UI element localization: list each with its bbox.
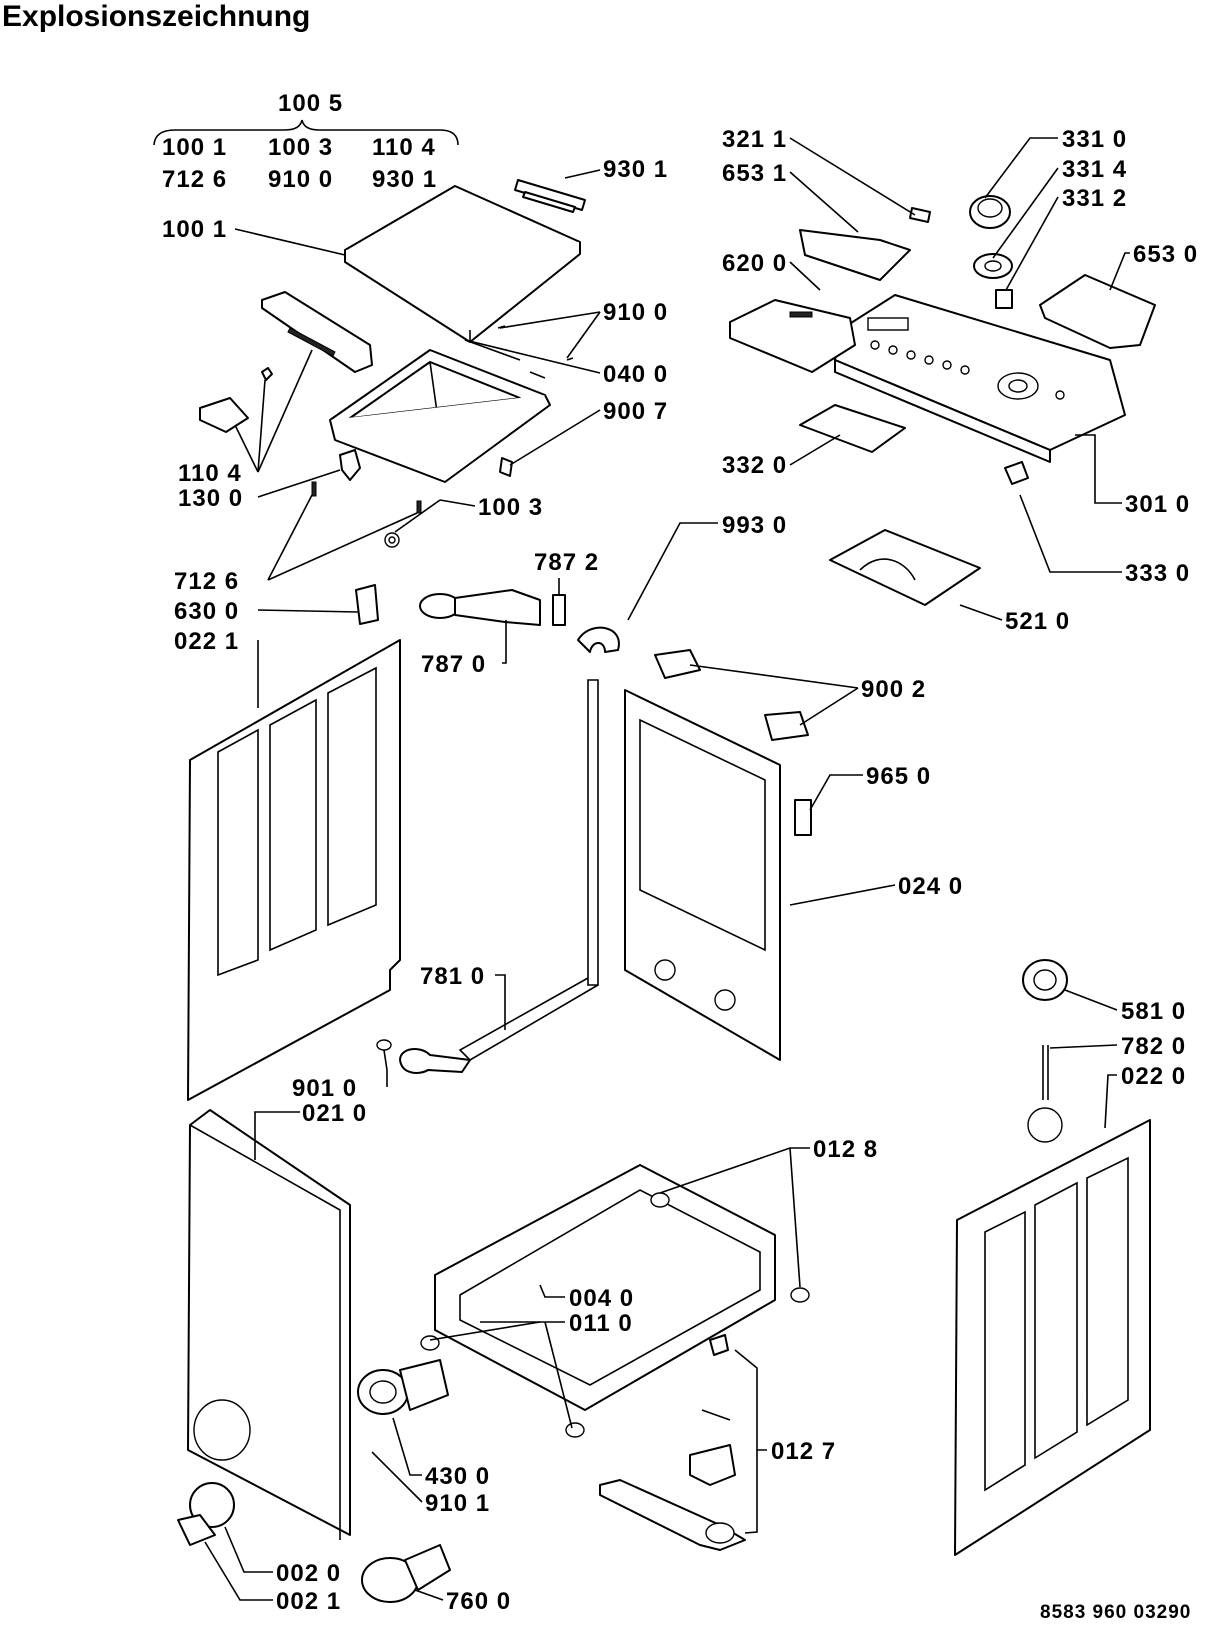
label-002-1: 002 1 — [276, 1588, 341, 1615]
display-board — [799, 207, 931, 281]
latch-part — [199, 367, 273, 433]
label-002-0: 002 0 — [276, 1560, 341, 1587]
base-frame — [420, 1164, 810, 1438]
label-040-0: 040 0 — [603, 361, 668, 388]
document-number: 8583 960 03290 — [1040, 1602, 1191, 1623]
hinge-part — [311, 449, 513, 548]
label-787-2: 787 2 — [534, 549, 599, 576]
label-100-1b: 100 1 — [162, 216, 227, 243]
label-301-0: 301 0 — [1125, 491, 1190, 518]
top-frame — [329, 349, 551, 483]
valves — [654, 649, 812, 836]
label-782-0: 782 0 — [1121, 1033, 1186, 1060]
label-110-4a: 110 4 — [372, 134, 436, 161]
label-012-7: 012 7 — [771, 1438, 836, 1465]
label-930-1b: 930 1 — [603, 156, 668, 183]
label-321-1: 321 1 — [722, 126, 787, 153]
label-024-0: 024 0 — [898, 873, 963, 900]
control-panel — [834, 294, 1126, 463]
label-333-0: 333 0 — [1125, 560, 1190, 587]
front-trim — [261, 291, 373, 373]
part-labels: 100 5 100 1 100 3 110 4 712 6 910 0 930 … — [162, 90, 1198, 1623]
small-clip — [1004, 461, 1029, 485]
lid-hinge-strip — [514, 179, 586, 213]
label-331-0: 331 0 — [1062, 126, 1127, 153]
label-787-0: 787 0 — [421, 651, 486, 678]
label-100-1a: 100 1 — [162, 134, 227, 161]
small-box — [355, 584, 379, 625]
label-012-8: 012 8 — [813, 1136, 878, 1163]
label-100-5: 100 5 — [278, 90, 343, 117]
rear-panel — [624, 689, 781, 1061]
label-965-0: 965 0 — [866, 763, 931, 790]
pump — [357, 1359, 449, 1415]
label-901-0: 901 0 — [292, 1075, 357, 1102]
label-521-0: 521 0 — [1005, 608, 1070, 635]
motor-parts — [1022, 959, 1068, 1143]
wheel-assembly — [599, 1334, 746, 1551]
hoses-tube — [376, 626, 620, 1074]
label-900-7: 900 7 — [603, 398, 668, 425]
front-panel — [187, 1109, 351, 1540]
button-strip — [799, 404, 906, 453]
label-110-4b: 110 4 — [178, 460, 242, 487]
label-653-1: 653 1 — [722, 160, 787, 187]
left-side-panel — [187, 639, 401, 1101]
label-331-4: 331 4 — [1062, 156, 1127, 183]
label-331-2: 331 2 — [1062, 185, 1127, 212]
label-004-0: 004 0 — [569, 1285, 634, 1312]
label-011-0: 011 0 — [569, 1310, 633, 1337]
label-900-2: 900 2 — [861, 676, 926, 703]
label-910-0b: 910 0 — [603, 299, 668, 326]
label-021-0: 021 0 — [302, 1100, 367, 1127]
page-title: Explosionszeichnung — [2, 0, 311, 33]
label-332-0: 332 0 — [722, 452, 787, 479]
panel-bracket — [1039, 274, 1156, 349]
label-100-3b: 100 3 — [478, 494, 543, 521]
label-620-0: 620 0 — [722, 250, 787, 277]
label-022-1: 022 1 — [174, 628, 239, 655]
hose-787 — [419, 589, 566, 626]
label-910-1: 910 1 — [425, 1490, 490, 1517]
program-knob — [969, 195, 1013, 309]
label-712-6a: 712 6 — [162, 166, 227, 193]
right-side-panel — [954, 1119, 1151, 1556]
label-760-0: 760 0 — [446, 1588, 511, 1615]
label-781-0: 781 0 — [420, 963, 485, 990]
lid-assembly — [344, 185, 581, 343]
label-930-1a: 930 1 — [372, 166, 437, 193]
label-130-0: 130 0 — [178, 485, 243, 512]
label-910-0a: 910 0 — [268, 166, 333, 193]
leader-lines — [153, 119, 1130, 1601]
label-653-0: 653 0 — [1133, 241, 1198, 268]
electronic-board — [729, 299, 856, 373]
label-100-3a: 100 3 — [268, 134, 333, 161]
label-993-0: 993 0 — [722, 512, 787, 539]
label-630-0: 630 0 — [174, 598, 239, 625]
label-022-0: 022 0 — [1121, 1063, 1186, 1090]
label-712-6b: 712 6 — [174, 568, 239, 595]
label-581-0: 581 0 — [1121, 998, 1186, 1025]
label-430-0: 430 0 — [425, 1463, 490, 1490]
door-parts — [177, 1482, 451, 1603]
detergent-drawer — [829, 529, 981, 606]
